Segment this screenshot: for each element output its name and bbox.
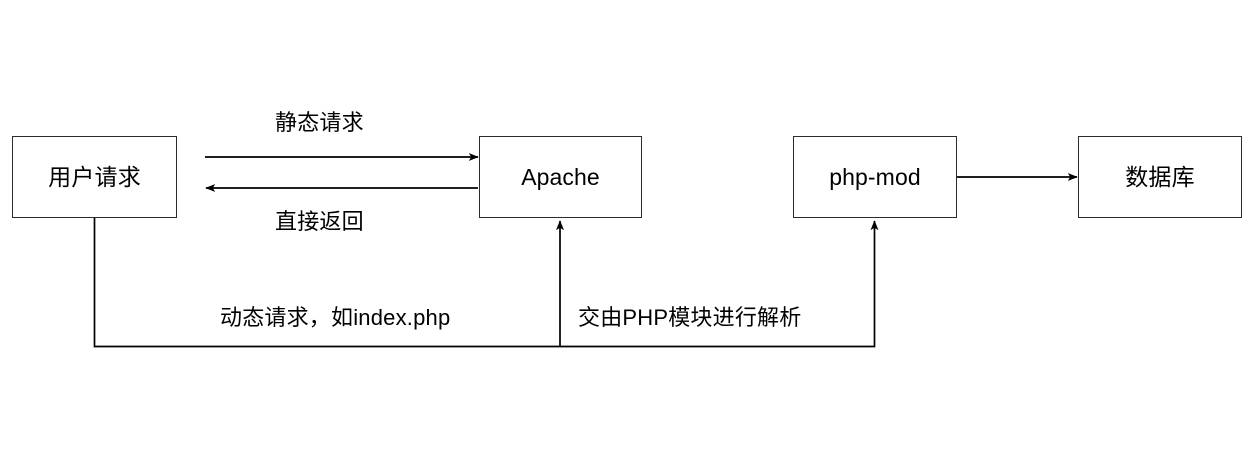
node-database[interactable]: 数据库 xyxy=(1078,136,1242,218)
node-user-request[interactable]: 用户请求 xyxy=(12,136,177,218)
edge-apache-to-phpmod xyxy=(560,220,879,348)
edge-label-dynamic-request: 动态请求，如index.php xyxy=(220,305,451,330)
node-user-request-label: 用户请求 xyxy=(48,163,141,190)
node-database-label: 数据库 xyxy=(1125,163,1195,190)
edge-label-php-parse: 交由PHP模块进行解析 xyxy=(578,305,802,330)
node-apache-label: Apache xyxy=(521,163,600,190)
node-php-mod[interactable]: php-mod xyxy=(793,136,957,218)
node-apache[interactable]: Apache xyxy=(479,136,642,218)
edge-label-direct-return: 直接返回 xyxy=(275,209,364,234)
node-php-mod-label: php-mod xyxy=(829,163,921,190)
edge-user-to-apache-dynamic xyxy=(93,218,564,348)
edge-label-static-request: 静态请求 xyxy=(275,110,364,135)
